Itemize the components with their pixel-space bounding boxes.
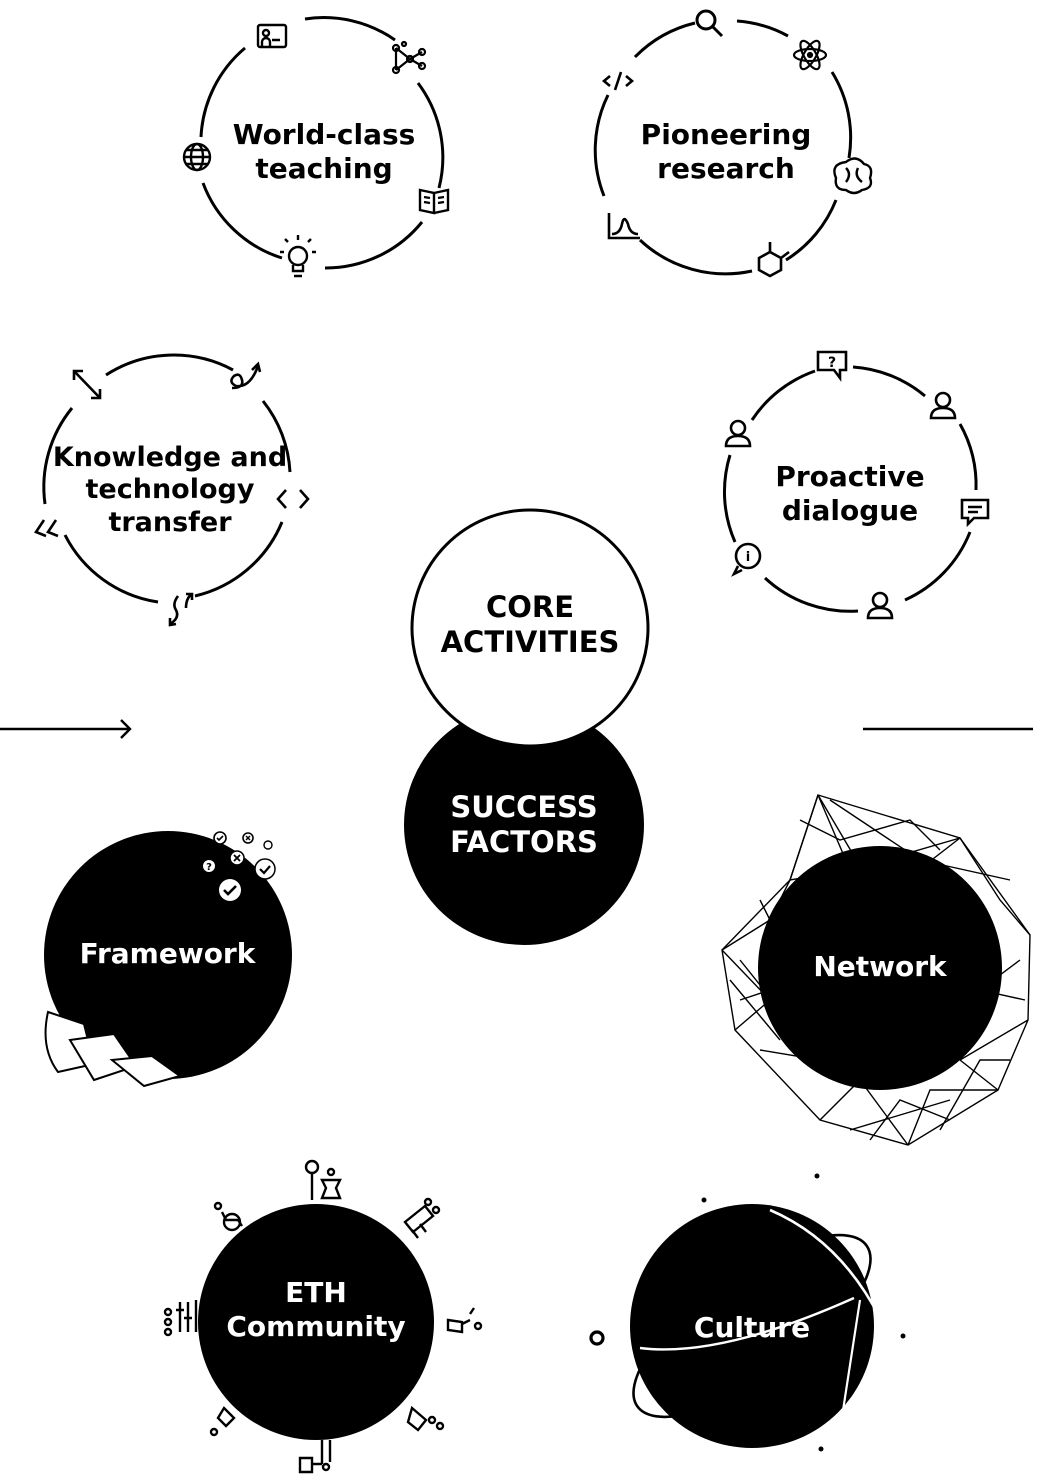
core-activities-label: CORE ACTIVITIES	[440, 590, 620, 659]
molecule-icon	[757, 242, 790, 278]
question-bubble-icon: ?	[816, 350, 848, 382]
sitting-person-icon	[298, 1440, 332, 1474]
wheelchair-person-icon	[213, 1201, 243, 1232]
group-people-icon	[163, 1300, 198, 1337]
walking-person-icon	[209, 1406, 236, 1437]
atom-icon	[792, 39, 828, 71]
network-nodes-icon	[391, 40, 427, 75]
transfer-ring	[42, 353, 292, 604]
core-activities-circle	[410, 508, 650, 748]
community-label: ETH Community	[226, 1276, 406, 1343]
svg-text:?: ?	[828, 355, 836, 371]
dialogue-ring	[722, 365, 978, 613]
info-bubble-icon: i	[731, 542, 762, 577]
research-label: Pioneering research	[640, 118, 812, 185]
brain-icon	[833, 157, 873, 195]
code-brackets-icon	[276, 489, 310, 509]
community-circle	[198, 1204, 434, 1440]
swap-arrows-icon	[168, 592, 194, 627]
user-icon	[866, 591, 894, 620]
presentation-icon	[256, 23, 288, 49]
left-divider-arrow	[0, 719, 132, 739]
code-icon	[601, 71, 635, 91]
research-ring	[593, 19, 853, 276]
network-circle	[758, 846, 1002, 1090]
teaching-label: World-class teaching	[232, 118, 416, 185]
peak-graph-icon	[607, 213, 640, 240]
svg-text:i: i	[746, 550, 750, 565]
user-icon	[724, 419, 752, 448]
culture-circle	[630, 1204, 874, 1448]
framework-circle: ?	[44, 831, 292, 1088]
culture-stars	[701, 1173, 906, 1452]
culture-orbits	[589, 1208, 882, 1431]
svg-text:?: ?	[206, 862, 212, 873]
balloon-person-icon	[304, 1159, 342, 1200]
framework-label: Framework	[79, 937, 256, 970]
network-label: Network	[813, 950, 947, 983]
comment-icon	[960, 498, 990, 528]
search-icon	[695, 9, 724, 38]
book-icon	[418, 188, 450, 215]
bench-people-icon	[403, 1197, 441, 1239]
user-icon	[929, 391, 957, 420]
lightbulb-icon	[280, 235, 316, 278]
expand-arrows-icon	[72, 369, 102, 400]
culture-label: Culture	[693, 1311, 811, 1344]
success-factors-label: SUCCESS FACTORS	[450, 790, 598, 859]
dialogue-label: Proactive dialogue	[775, 460, 925, 527]
cycling-person-icon	[406, 1405, 445, 1432]
success-factors-circle	[404, 705, 644, 945]
teaching-ring	[199, 16, 445, 270]
transfer-label: Knowledge and technology transfer	[52, 442, 288, 538]
double-chevron-icon	[34, 519, 59, 538]
check-bubbles-icon: ?	[203, 831, 276, 901]
reading-person-icon	[446, 1307, 483, 1334]
globe-icon	[182, 142, 212, 172]
loop-arrow-icon	[230, 361, 262, 390]
community-people-icons	[163, 1159, 483, 1474]
paper-sheets-icon	[44, 1010, 183, 1088]
